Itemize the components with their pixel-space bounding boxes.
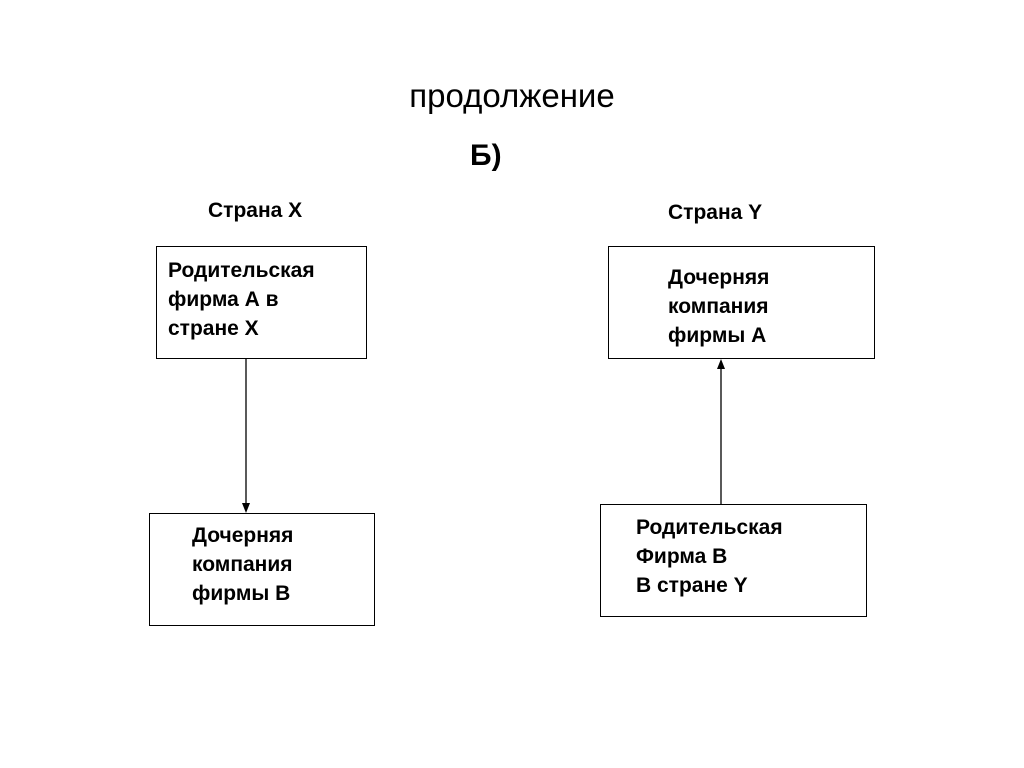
parent-firm-b-box	[600, 504, 867, 617]
parent-firm-b-line-2: Фирма В	[636, 545, 728, 568]
arrow-parent-b-to-subsidiary-a	[717, 359, 725, 504]
parent-firm-a-line-1: Родительская	[168, 259, 315, 282]
parent-firm-b-line-3: В стране Y	[636, 574, 748, 597]
subsidiary-firm-b-line-3: фирмы В	[192, 582, 291, 605]
subsidiary-firm-a-box	[608, 246, 875, 359]
subsidiary-firm-b-text: Дочерняя компания фирмы В	[192, 521, 293, 608]
parent-firm-a-line-2: фирма А в	[168, 288, 279, 311]
arrow-parent-a-to-subsidiary-b	[242, 359, 250, 513]
parent-firm-b-line-1: Родительская	[636, 516, 783, 539]
arrow-head-up	[717, 359, 725, 369]
subsidiary-firm-b-box	[149, 513, 375, 626]
subsidiary-firm-a-line-1: Дочерняя	[668, 266, 770, 289]
arrow-head-down	[242, 503, 250, 513]
subsidiary-firm-a-line-2: компания	[668, 295, 769, 318]
slide-subtitle: Б)	[470, 139, 502, 172]
parent-firm-b-text: Родительская Фирма В В стране Y	[636, 513, 783, 600]
subsidiary-firm-a-line-3: фирмы А	[668, 324, 767, 347]
parent-firm-a-box	[156, 246, 367, 359]
country-x-label: Страна X	[208, 199, 303, 222]
parent-firm-a-text: Родительская фирма А в стране X	[168, 256, 315, 343]
slide-title: продолжение	[409, 77, 615, 114]
subsidiary-firm-b-line-2: компания	[192, 553, 293, 576]
parent-firm-a-line-3: стране X	[168, 317, 259, 340]
subsidiary-firm-a-text: Дочерняя компания фирмы А	[668, 263, 769, 350]
subsidiary-firm-b-line-1: Дочерняя	[192, 524, 294, 547]
country-y-label: Страна Y	[668, 201, 763, 224]
